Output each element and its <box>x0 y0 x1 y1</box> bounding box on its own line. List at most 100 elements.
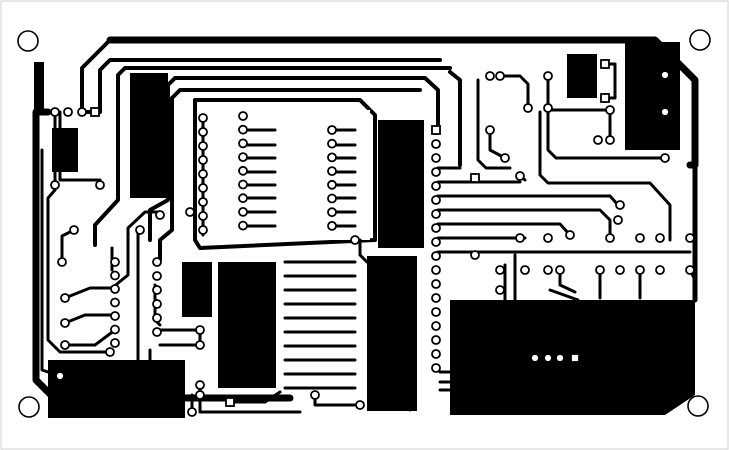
pad <box>187 407 197 417</box>
pad <box>55 371 65 381</box>
pour-center-lower <box>367 256 417 411</box>
pad <box>543 265 553 275</box>
square-pad <box>431 125 441 135</box>
pad <box>327 166 337 177</box>
pad <box>327 220 337 231</box>
pad <box>110 270 120 281</box>
pad <box>595 265 605 275</box>
pad <box>327 152 337 163</box>
pad <box>593 135 603 145</box>
pad <box>63 107 73 117</box>
pour-center-left <box>182 262 212 317</box>
ic-lower-pin-traces <box>283 238 369 390</box>
pad <box>195 325 205 335</box>
pad <box>69 225 79 235</box>
pad <box>635 233 645 243</box>
pad <box>327 125 337 135</box>
pad <box>605 105 615 115</box>
square-pad <box>600 93 610 103</box>
pad <box>195 390 205 400</box>
pad <box>238 220 248 231</box>
pad <box>431 223 441 233</box>
pad <box>615 265 625 275</box>
pad <box>431 363 441 373</box>
pad <box>431 349 441 359</box>
pad <box>635 265 645 275</box>
mounting-hole-bottom-left <box>18 396 40 418</box>
ic-socket-upper <box>193 98 377 250</box>
pour-ic-block <box>218 262 276 388</box>
pad <box>185 207 195 217</box>
pad <box>431 293 441 303</box>
pad <box>198 113 208 123</box>
pad <box>495 265 505 275</box>
pad <box>198 211 208 221</box>
pad <box>431 279 441 289</box>
pad <box>431 139 441 149</box>
pad <box>431 167 441 177</box>
pad <box>431 307 441 317</box>
pad <box>152 285 162 295</box>
pad <box>431 265 441 275</box>
pad <box>155 210 165 220</box>
pad <box>431 321 441 331</box>
pad <box>660 153 670 163</box>
pad <box>198 225 208 235</box>
pad <box>238 111 248 121</box>
pad <box>660 107 670 117</box>
pad <box>485 71 495 81</box>
pad <box>95 180 105 190</box>
pad <box>500 153 510 163</box>
pad <box>77 107 87 117</box>
pad <box>198 141 208 151</box>
right-bus-traces <box>436 62 692 254</box>
pad <box>543 71 553 81</box>
pad <box>431 237 441 247</box>
pad <box>327 207 337 218</box>
left-traces <box>40 38 462 378</box>
pad <box>310 390 320 400</box>
pad <box>605 233 615 243</box>
mounting-holes <box>17 29 711 418</box>
pad <box>685 265 695 275</box>
mounting-hole-top-left <box>17 30 39 52</box>
pad <box>60 340 70 350</box>
pad <box>198 197 208 207</box>
pad <box>60 293 70 303</box>
pad <box>543 103 553 113</box>
pad <box>470 250 480 260</box>
pad <box>613 215 623 225</box>
pad <box>110 284 120 294</box>
pad <box>555 265 565 275</box>
mounting-hole-bottom-right <box>687 395 709 417</box>
pad <box>238 179 248 190</box>
pad <box>110 311 120 321</box>
pad <box>543 233 553 243</box>
pad <box>523 103 533 113</box>
pads <box>50 59 695 417</box>
mounting-hole-top-right <box>689 29 711 51</box>
square-pad <box>570 353 580 363</box>
pour-sw-pad <box>567 54 597 98</box>
square-pad <box>600 59 610 69</box>
pad <box>195 340 205 350</box>
pad <box>431 335 441 345</box>
pad <box>605 135 615 145</box>
pad <box>198 183 208 193</box>
pad <box>50 107 60 117</box>
header-pad <box>555 353 565 363</box>
pad <box>431 181 441 191</box>
pad <box>50 180 60 190</box>
pad <box>495 71 505 81</box>
pad <box>195 380 205 390</box>
pad <box>515 171 525 181</box>
square-pad <box>470 173 480 183</box>
pad <box>327 193 337 204</box>
pad <box>198 155 208 165</box>
pad <box>152 313 162 323</box>
pad <box>520 265 530 275</box>
pour-center-right <box>378 120 424 248</box>
pad <box>105 347 115 357</box>
pad <box>327 179 337 190</box>
pad <box>431 251 441 261</box>
